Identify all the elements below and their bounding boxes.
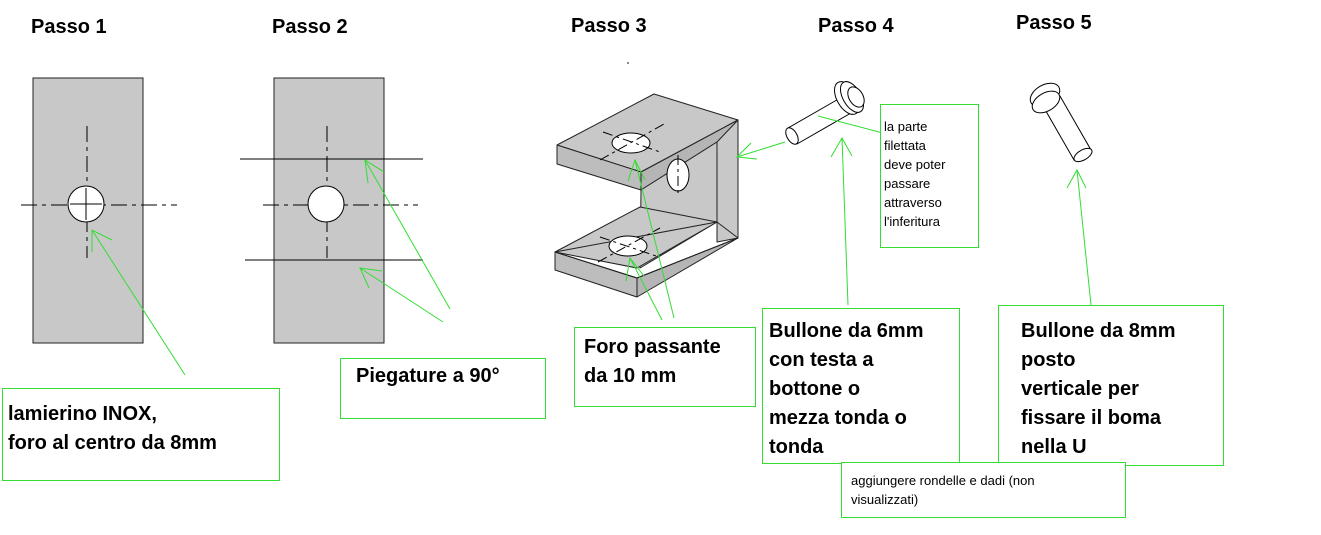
- label-bullone8: Bullone da 8mm posto verticale per fissa…: [1021, 320, 1176, 458]
- step-3-title: Passo 3: [571, 15, 647, 37]
- step-4-bolt: [785, 81, 865, 145]
- label-box-lamierino: [2, 388, 280, 481]
- label-lamierino: lamierino INOX, foro al centro da 8mm: [8, 403, 217, 454]
- label-bullone6: Bullone da 6mm con testa a bottone o mez…: [769, 320, 924, 458]
- step-2-hole: [307, 185, 345, 223]
- label-filettata: la parte filettata deve poter passare at…: [884, 119, 946, 229]
- label-box-filettata: [880, 104, 979, 248]
- annotation-arrows: [91, 115, 1092, 376]
- label-box-foro: [574, 327, 756, 407]
- label-box-bullone6: [762, 308, 960, 464]
- label-box-rondelle: [841, 462, 1126, 518]
- step-5-title: Passo 5: [1016, 12, 1092, 34]
- step-3-u-bracket: [554, 93, 739, 298]
- label-box-bullone8: [998, 305, 1224, 466]
- step-3-holes: [597, 123, 690, 263]
- step-1-plate: [21, 77, 177, 344]
- step-2-plate: [240, 77, 423, 344]
- label-box-piegature: [340, 358, 546, 419]
- label-foro: Foro passante da 10 mm: [584, 336, 721, 387]
- label-piegature: Piegature a 90°: [356, 365, 500, 387]
- label-rondelle: aggiungere rondelle e dadi (non visualiz…: [851, 473, 1035, 507]
- step-4-title: Passo 4: [818, 15, 894, 37]
- step-1-title: Passo 1: [31, 16, 107, 38]
- step-2-title: Passo 2: [272, 16, 348, 38]
- step-5-bolt: [1029, 82, 1093, 163]
